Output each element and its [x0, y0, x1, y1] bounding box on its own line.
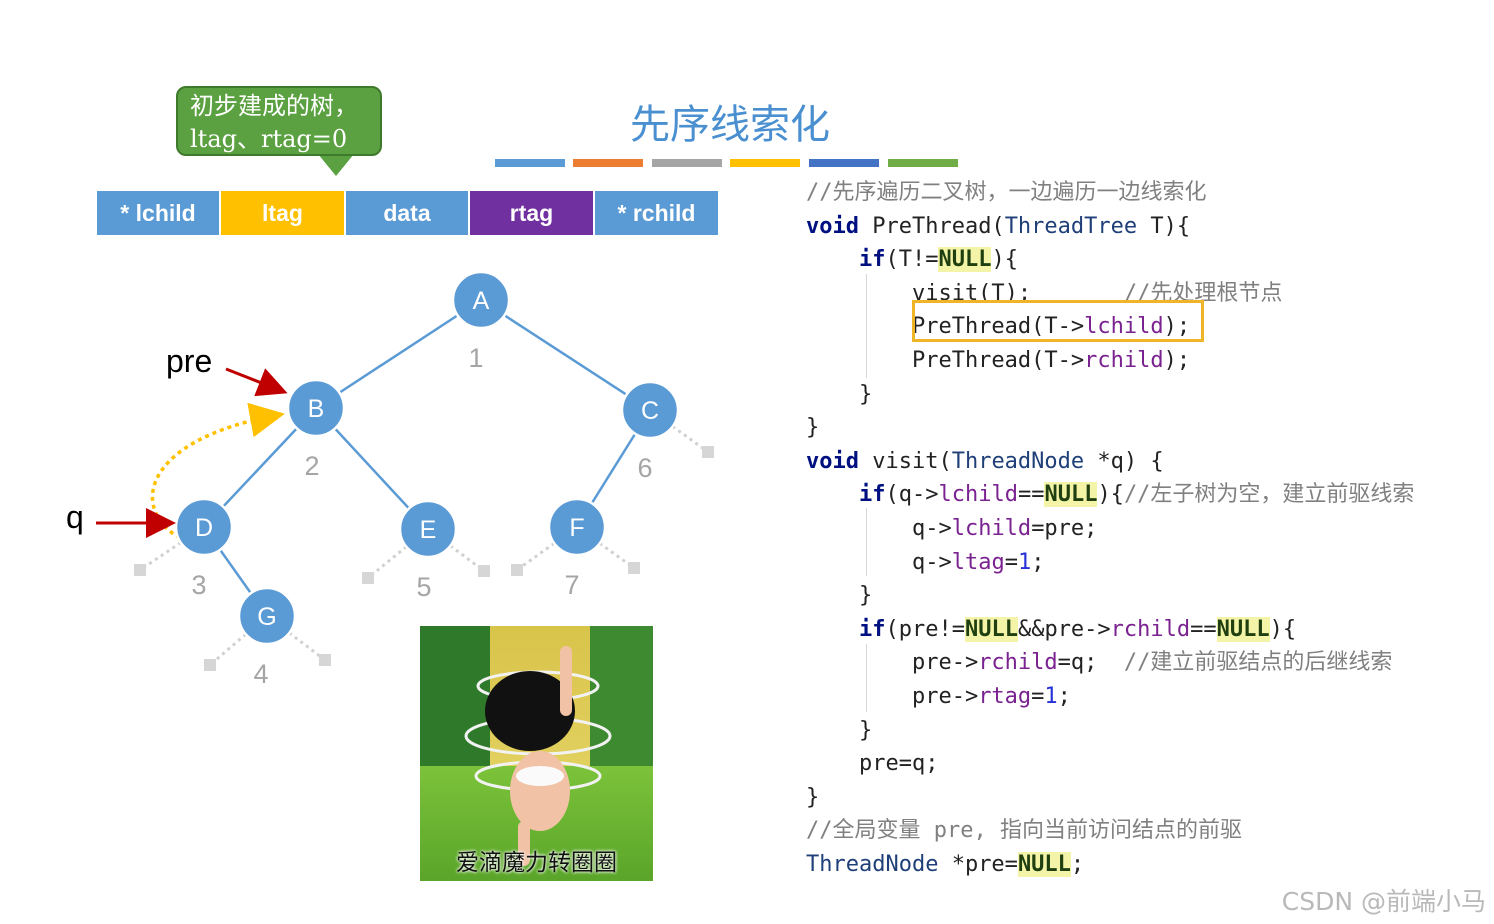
page-title: 先序线索化 — [630, 102, 830, 148]
code-line: if(q->lchild==NULL){//左子树为空，建立前驱线索 — [858, 482, 1415, 508]
visit-order-number: 2 — [304, 451, 319, 481]
code-line: pre=q; — [806, 751, 939, 777]
null-pointer-line — [649, 408, 709, 454]
null-pointer-square — [702, 446, 714, 458]
null-pointer-square — [134, 564, 146, 576]
null-pointer-line — [209, 614, 268, 667]
tree-node-b — [286, 378, 346, 438]
title-stripe — [730, 159, 800, 167]
tree-node-label: F — [569, 514, 584, 542]
code-line: } — [806, 583, 873, 609]
tree-node-label: A — [473, 287, 490, 315]
code-line: } — [806, 717, 873, 743]
indent-guide — [866, 274, 867, 378]
tree-node-g — [237, 586, 297, 646]
thread-arrow-d-to-b — [150, 402, 285, 540]
code-line: pre->rtag=1; — [806, 683, 1071, 709]
code-line: } — [806, 415, 820, 441]
tree-node-a — [451, 270, 511, 330]
null-pointer-square — [628, 562, 640, 574]
code-line: //先序遍历二叉树，一边遍历一边线索化 — [806, 180, 1207, 205]
watermark: CSDN @前端小马 — [1281, 887, 1486, 916]
code-line: q->lchild=pre; — [806, 515, 1098, 541]
visit-order-number: 6 — [637, 453, 652, 483]
highlight-box — [912, 300, 1204, 342]
visit-order-number: 5 — [416, 572, 431, 602]
field-ltag: ltag — [221, 191, 346, 235]
code-line: if(T!=NULL){ — [858, 247, 1018, 273]
code-line: PreThread(T->lchild); — [806, 314, 1191, 340]
null-pointer-line — [367, 527, 429, 580]
code-line: if(pre!=NULL&&pre->rchild==NULL){ — [858, 616, 1297, 642]
tree-edge-a-c — [480, 298, 651, 412]
code-line: } — [806, 784, 820, 810]
tree-node-f — [547, 497, 607, 557]
visit-order-number: 1 — [468, 343, 483, 373]
title-stripe — [888, 159, 958, 167]
code-line: } — [806, 381, 873, 407]
tree-node-e — [398, 499, 458, 559]
tree-node-label: G — [257, 603, 276, 631]
null-pointer-line — [139, 525, 205, 572]
field-data: data — [346, 191, 470, 235]
code-line: ThreadNode *pre=NULL; — [806, 851, 1085, 877]
null-pointer-line — [266, 614, 326, 662]
tree-node-d — [174, 497, 234, 557]
visit-order-number: 3 — [191, 570, 206, 600]
tree-edge-a-b — [315, 298, 482, 410]
null-pointer-line — [427, 527, 485, 573]
code-line: void visit(ThreadNode *q) { — [806, 448, 1164, 474]
tree-node-label: E — [420, 516, 437, 544]
code-line: PreThread(T->rchild); — [806, 347, 1191, 373]
tree-node-label: D — [195, 514, 213, 542]
code-line: //全局变量 pre, 指向当前访问结点的前驱 — [806, 818, 1242, 844]
indent-guide — [866, 644, 867, 712]
title-stripe — [495, 159, 565, 167]
field-lchild: * lchild — [97, 191, 221, 235]
code-line: q->ltag=1; — [806, 549, 1045, 575]
callout-bubble: 初步建成的树， ltag、rtag=0 — [176, 86, 382, 156]
title-stripe — [573, 159, 643, 167]
null-pointer-line — [576, 525, 635, 570]
code-line: pre->rchild=q; //建立前驱结点的后继线索 — [806, 650, 1393, 676]
q-pointer-label: q — [66, 499, 84, 535]
visit-order-number: 7 — [564, 570, 579, 600]
tree-node-label: B — [308, 395, 325, 423]
callout-line-1: 初步建成的树， — [190, 92, 358, 120]
field-rtag: rtag — [470, 191, 595, 235]
field-rchild: * rchild — [595, 191, 720, 235]
image-caption: 爱滴魔力转圈圈 — [456, 850, 617, 876]
null-pointer-square — [478, 565, 490, 577]
pre-pointer-label: pre — [166, 343, 212, 379]
callout-line-2: ltag、rtag=0 — [190, 125, 348, 153]
tree-node-c — [620, 380, 680, 440]
code-block: //先序遍历二叉树，一边遍历一边线索化 void PreThread(Thread… — [806, 176, 1414, 881]
pre-pointer-arrow — [225, 367, 288, 397]
tree-node-label: C — [641, 397, 659, 425]
null-pointer-square — [511, 564, 523, 576]
binary-tree-diagram: A B C D E F G 1 2 6 3 5 7 4 pre q — [66, 270, 714, 689]
indent-guide — [866, 508, 867, 576]
null-pointer-line — [516, 525, 578, 572]
title-stripe — [809, 159, 879, 167]
null-pointer-square — [319, 654, 331, 666]
null-pointer-square — [362, 572, 374, 584]
visit-order-number: 4 — [253, 659, 268, 689]
title-stripe — [652, 159, 722, 167]
spinning-cartoon-image — [420, 626, 653, 881]
null-pointer-square — [204, 659, 216, 671]
code-line: void PreThread(ThreadTree T){ — [806, 213, 1191, 239]
callout-tail — [318, 154, 354, 176]
